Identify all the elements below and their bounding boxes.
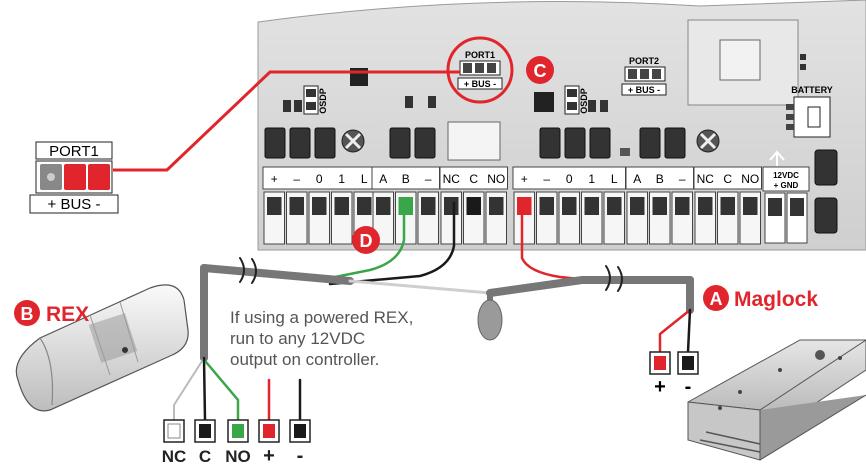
rex-terminal-plus: + (263, 445, 275, 467)
terminal-label: L (361, 172, 368, 186)
maglock-terminal-minus: - (685, 376, 692, 398)
powered-rex-note: If using a powered REX, run to any 12VDC… (230, 308, 413, 369)
power-terminal: 12VDC + GND (762, 150, 810, 244)
terminal-label: L (611, 172, 618, 186)
relay-component (447, 121, 501, 161)
terminal-label: + (521, 172, 528, 186)
terminal-group: NC C NO (693, 166, 762, 245)
port1-inset-bus: + BUS - (48, 196, 101, 213)
screw-icon (341, 129, 720, 153)
svg-text:+ BUS -: + BUS - (628, 85, 660, 95)
terminal-label: A (633, 172, 641, 186)
maglock-terminals: + - (649, 351, 699, 398)
osdp-label-2: OSDP (579, 88, 589, 114)
terminal-label: NO (487, 172, 505, 186)
terminal-label: NC (443, 172, 461, 186)
rex-terminals: NC C NO + - (162, 419, 311, 467)
terminal-label: – (293, 172, 300, 186)
board-port2: PORT2 + BUS - (621, 56, 667, 96)
svg-text:12VDC: 12VDC (773, 171, 799, 180)
terminal-label: – (543, 172, 550, 186)
terminal-label: – (679, 172, 686, 186)
port1-inset: PORT1 + BUS - (29, 70, 460, 214)
rex-terminal-nc: NC (162, 447, 187, 466)
callout-c-ring (446, 36, 514, 104)
rex-terminal-no: NO (225, 447, 251, 466)
terminal-label: 0 (316, 172, 323, 186)
maglock-device (687, 339, 866, 461)
svg-text:+ GND: + GND (774, 181, 799, 190)
terminal-label: 1 (588, 172, 595, 186)
chip-2 (534, 92, 554, 112)
rex-terminal-minus: - (297, 445, 304, 467)
terminal-label: B (402, 172, 410, 186)
terminal-group: + – 0 1 L (512, 166, 626, 245)
rex-terminal-c: C (199, 447, 211, 466)
terminal-label: B (656, 172, 664, 186)
callout-b-letter: B (21, 304, 34, 324)
callout-d-letter: D (360, 231, 373, 251)
callout-a-letter: A (710, 289, 723, 309)
terminal-label: + (271, 172, 278, 186)
terminal-label: A (379, 172, 387, 186)
maglock-terminal-plus: + (654, 376, 666, 398)
svg-text:BATTERY: BATTERY (791, 85, 833, 95)
battery-connector: BATTERY (786, 85, 833, 138)
terminal-label: C (723, 172, 732, 186)
port1-inset-title: PORT1 (49, 143, 99, 160)
board-port1: PORT1 + BUS - (457, 50, 503, 90)
note-line-2: run to any 12VDC (230, 329, 365, 348)
terminal-group: + – 0 1 L (262, 166, 376, 245)
callout-b: B REX (14, 300, 89, 326)
note-line-3: output on controller. (230, 350, 379, 369)
wires (173, 201, 694, 422)
terminal-label: C (469, 172, 478, 186)
terminal-label: NC (697, 172, 715, 186)
callout-a: A Maglock (703, 285, 818, 311)
rex-device (15, 284, 189, 412)
terminal-label: 1 (338, 172, 345, 186)
callout-d: D (352, 226, 380, 254)
note-line-1: If using a powered REX, (230, 308, 413, 327)
svg-text:PORT1: PORT1 (465, 50, 495, 60)
svg-text:PORT2: PORT2 (629, 56, 659, 66)
terminal-label: – (425, 172, 432, 186)
svg-text:+ BUS -: + BUS - (464, 79, 496, 89)
osdp-label-1: OSDP (318, 88, 328, 114)
terminal-group: NC C NO (439, 166, 508, 245)
callout-c: C (526, 56, 554, 84)
terminal-label: NO (741, 172, 759, 186)
callout-c-letter: C (534, 61, 547, 81)
callout-b-label: REX (46, 303, 89, 326)
terminal-label: 0 (566, 172, 573, 186)
callout-a-label: Maglock (734, 288, 818, 311)
